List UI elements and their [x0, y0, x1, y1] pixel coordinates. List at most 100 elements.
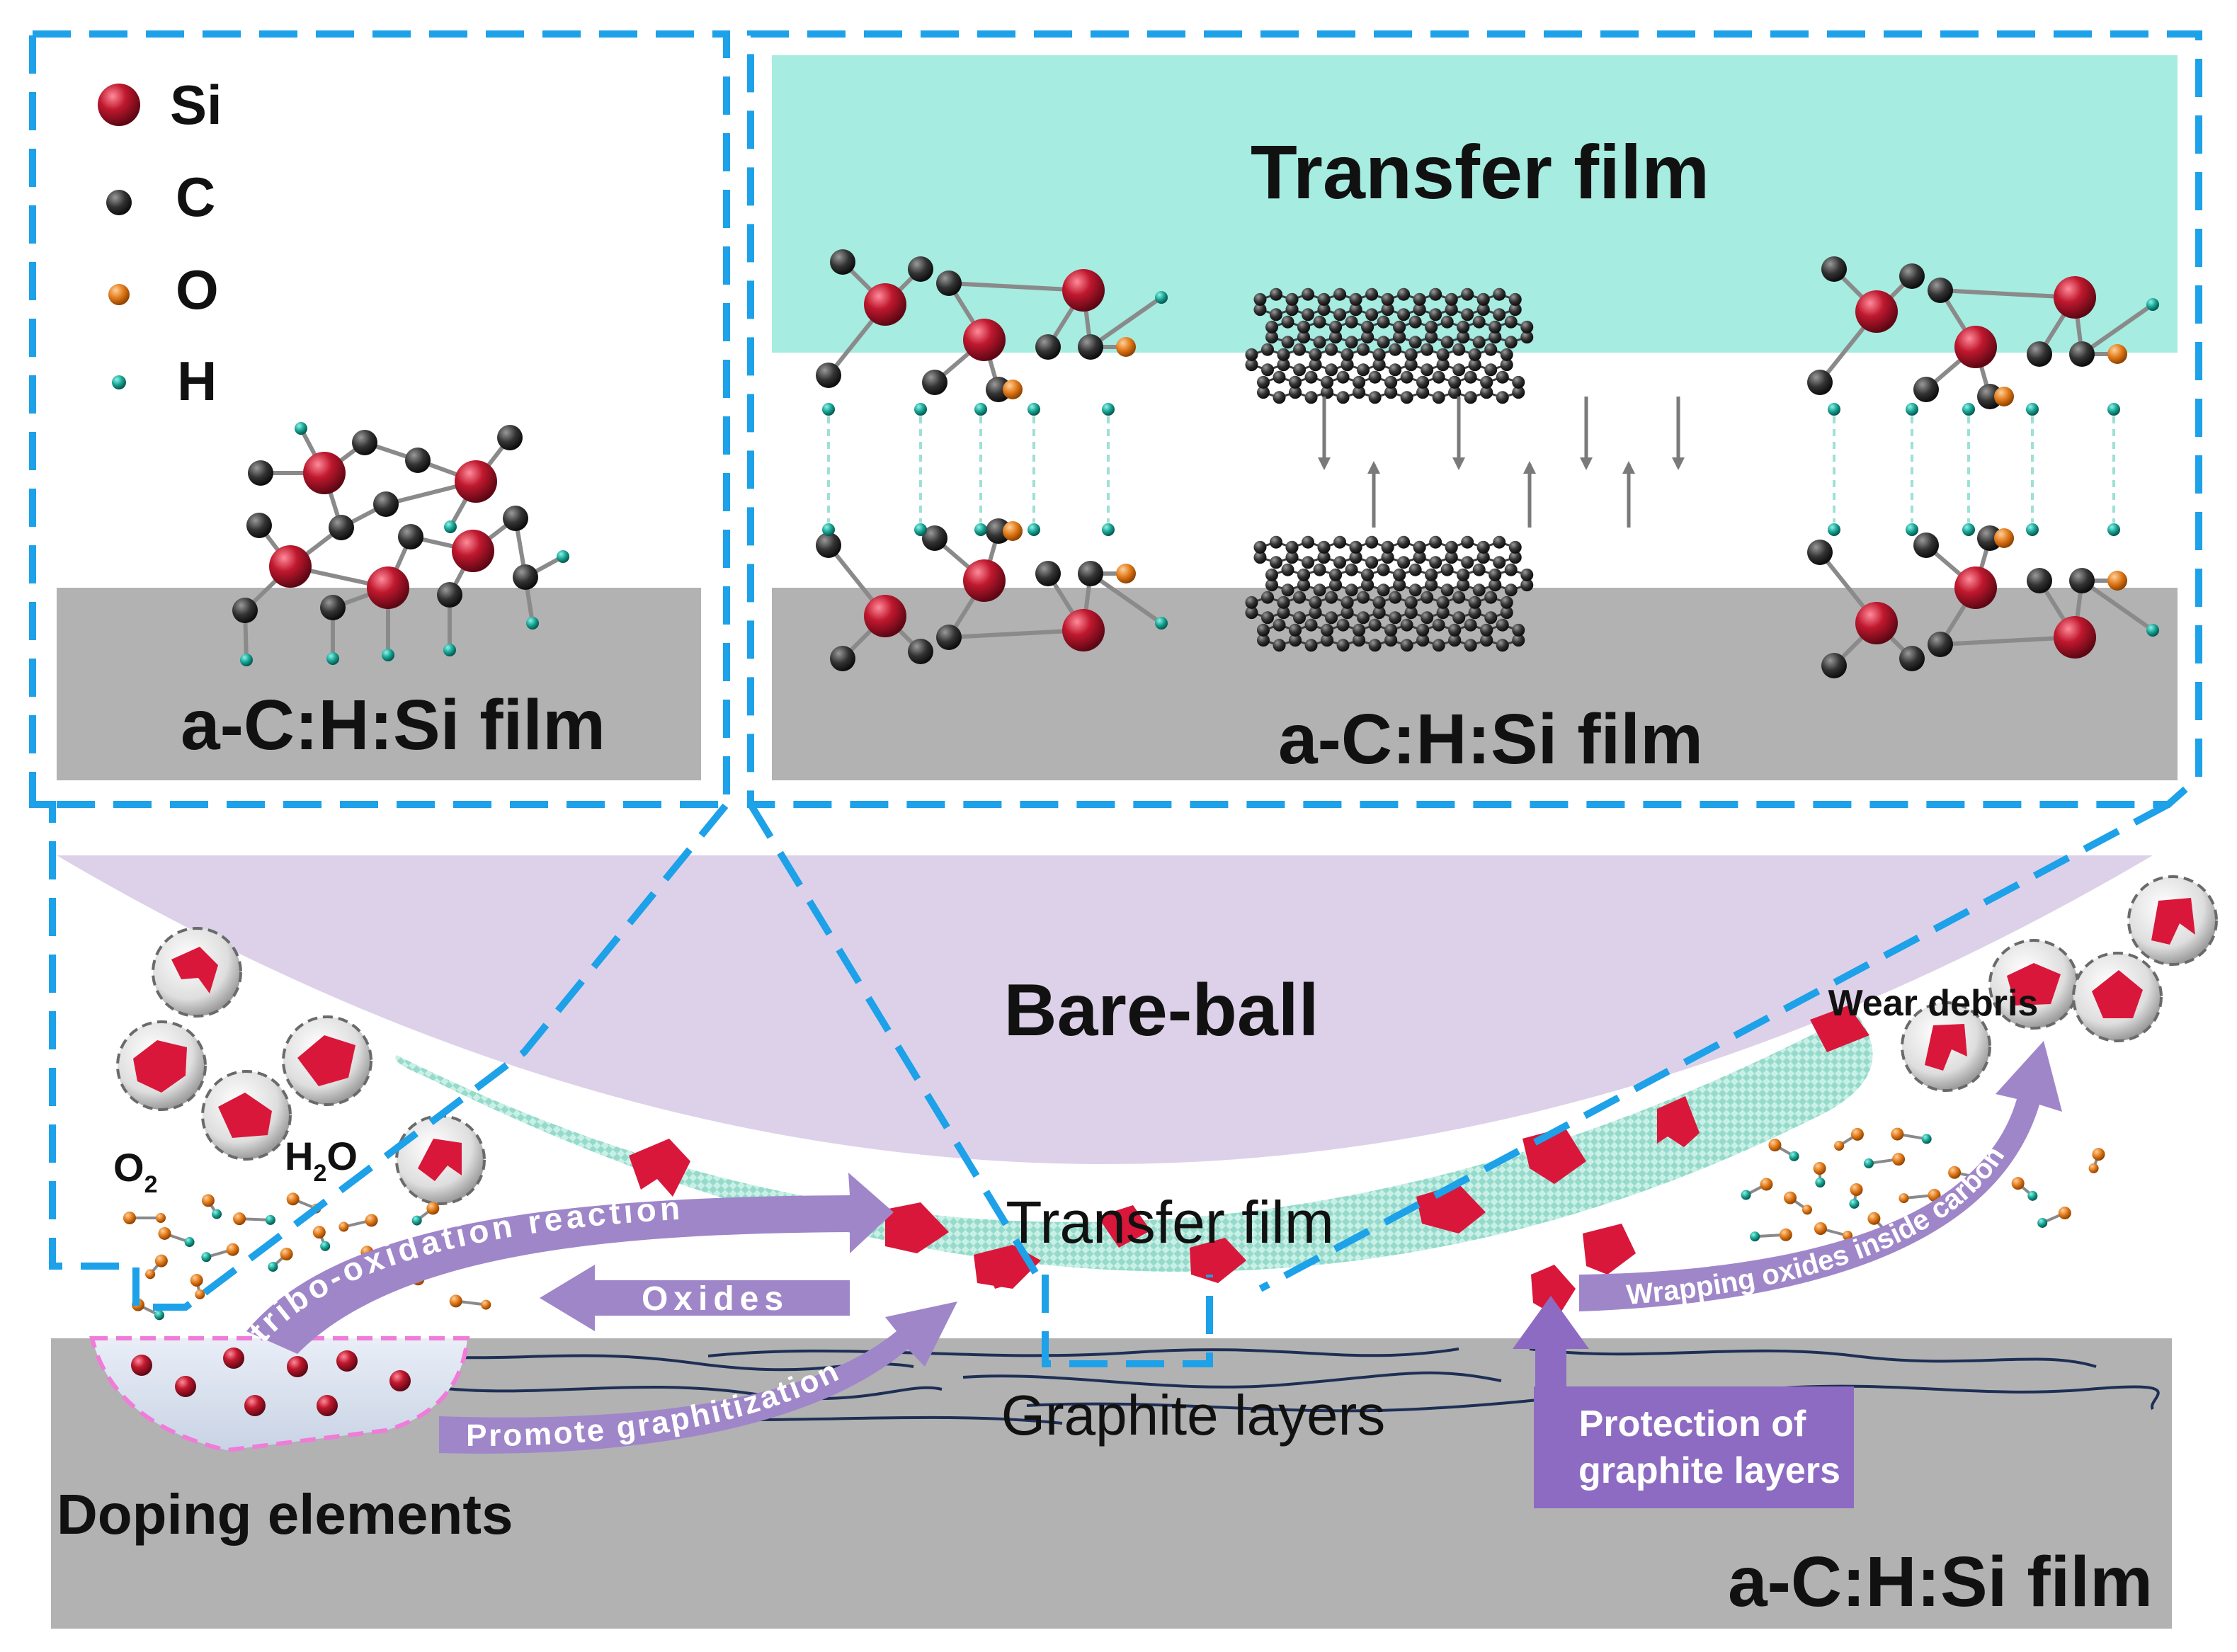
carbon-atom	[908, 639, 933, 664]
carbon-atom	[1457, 331, 1470, 344]
carbon-atom	[1261, 343, 1274, 356]
silicon-atom	[963, 559, 1006, 602]
carbon-atom	[1821, 653, 1847, 678]
protection-label-line1: Protection of	[1579, 1403, 1806, 1445]
carbon-atom	[1265, 568, 1278, 581]
carbon-atom	[1480, 634, 1493, 647]
carbon-atom	[1928, 278, 1953, 303]
carbon-atom	[1416, 634, 1430, 647]
carbon-atom	[1368, 370, 1382, 384]
main-film-label: a-C:H:Si film	[1728, 1542, 2153, 1622]
carbon-atom	[503, 506, 528, 531]
carbon-atom	[1078, 561, 1103, 586]
carbon-atom	[1265, 579, 1278, 592]
carbon-atom	[1273, 618, 1286, 632]
carbon-atom	[1270, 308, 1282, 321]
carbon-atom	[1436, 606, 1450, 620]
left-zoom-frame	[29, 30, 730, 808]
oxygen-atom	[1994, 528, 2014, 548]
debris-bubble	[1901, 1001, 1991, 1092]
carbon-atom	[1372, 348, 1386, 361]
legend-c-atom	[106, 190, 132, 215]
carbon-atom	[1325, 591, 1338, 604]
carbon-atom	[1472, 315, 1486, 329]
hydrogen-atom	[411, 1215, 422, 1226]
carbon-atom	[1381, 551, 1394, 564]
h2o-label: H2O	[285, 1134, 358, 1187]
oxygen-atom	[481, 1299, 491, 1310]
carbon-atom	[1329, 331, 1343, 344]
carbon-atom	[1421, 363, 1434, 377]
hydrogen-atom	[557, 550, 569, 563]
carbon-atom	[1489, 579, 1502, 592]
carbon-atom	[1484, 591, 1498, 604]
carbon-atom	[1504, 336, 1518, 349]
hydrogen-atom	[268, 1261, 278, 1272]
silicon-atom	[864, 283, 906, 326]
hydrogen-atom	[201, 1252, 212, 1263]
carbon-atom	[1277, 596, 1290, 609]
carbon-atom	[1336, 370, 1350, 384]
carbon-atom	[1913, 532, 1939, 558]
hydrogen-atom	[1155, 291, 1168, 304]
carbon-atom	[1304, 370, 1318, 384]
carbon-atom	[908, 256, 933, 282]
carbon-atom	[1397, 308, 1411, 321]
carbon-atom	[1389, 591, 1402, 604]
carbon-atom	[1436, 596, 1450, 609]
carbon-atom	[1257, 623, 1270, 637]
carbon-atom	[1397, 535, 1411, 549]
carbon-atom	[1452, 343, 1466, 356]
atomic-bond	[1088, 295, 1163, 349]
carbon-atom	[1381, 540, 1394, 554]
carbon-atom	[1257, 634, 1270, 647]
oxygen-atom	[2011, 1177, 2025, 1190]
carbon-atom	[1500, 358, 1513, 372]
carbon-atom	[1464, 391, 1477, 404]
oxygen-atom	[1768, 1139, 1782, 1152]
carbon-atom	[1365, 287, 1379, 301]
hydrogen-atom	[914, 523, 927, 536]
carbon-atom	[320, 595, 346, 620]
carbon-atom	[1445, 540, 1458, 554]
carbon-atom	[1512, 623, 1525, 637]
legend-o-label: O	[176, 258, 219, 321]
carbon-atom	[1349, 292, 1362, 306]
legend: Si C O H	[98, 74, 222, 412]
carbon-atom	[1436, 348, 1450, 361]
hydrogen-atom	[1828, 523, 1840, 536]
carbon-atom	[1440, 583, 1454, 597]
debris-bubble	[1988, 939, 2079, 1030]
carbon-atom	[1807, 540, 1833, 565]
carbon-atom	[329, 515, 354, 540]
carbon-atom	[1484, 611, 1498, 625]
carbon-atom	[1357, 363, 1370, 377]
carbon-atom	[1257, 386, 1270, 399]
carbon-atom	[936, 270, 962, 296]
carbon-atom	[1413, 292, 1426, 306]
oxygen-atom	[286, 1192, 300, 1206]
oxygen-atom	[280, 1248, 293, 1261]
debris-bubble	[116, 1020, 207, 1111]
silicon-atom	[455, 460, 497, 503]
carbon-atom	[922, 525, 947, 551]
oxygen-atom	[154, 1254, 168, 1268]
zoom-frames	[29, 30, 2202, 1367]
carbon-atom	[1361, 568, 1374, 581]
carbon-atom	[1245, 606, 1258, 620]
carbon-atom	[1245, 358, 1258, 372]
carbon-atom	[513, 564, 538, 590]
hydrogen-atom	[443, 644, 456, 656]
carbon-atom	[1520, 331, 1534, 344]
silicon-atom	[963, 319, 1006, 361]
carbon-atom	[1416, 375, 1430, 389]
carbon-atom	[986, 377, 1011, 402]
carbon-atom	[1476, 540, 1490, 554]
carbon-atom	[1408, 315, 1422, 329]
carbon-atom	[1304, 391, 1318, 404]
carbon-atom	[1436, 358, 1450, 372]
carbon-atom	[1261, 363, 1274, 377]
carbon-atom	[1289, 375, 1302, 389]
carbon-atom	[1317, 303, 1331, 317]
oxygen-atom	[195, 1289, 205, 1299]
